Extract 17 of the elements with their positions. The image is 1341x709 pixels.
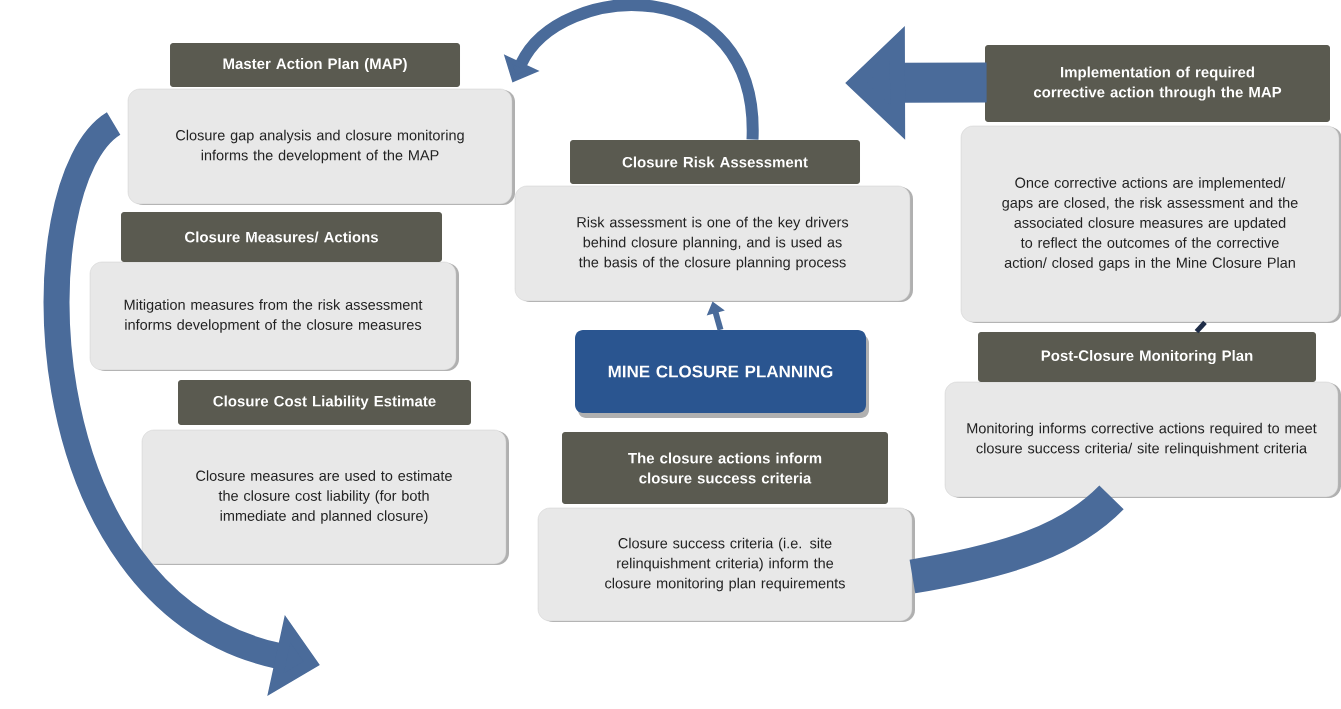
- card-header: The closure actions inform closure success criteria: [562, 432, 888, 504]
- card-header: Master Action Plan (MAP): [170, 43, 460, 87]
- text-card: Closure gap analysis and closure monitoring informs the development of the MAP: [127, 88, 515, 205]
- text-card: Mitigation measures from the risk assessment informs development of the closure measures: [89, 261, 459, 371]
- text-card: Closure success criteria (i.e. site relinquishment criteria) inform the closure monitoring plan requirements: [537, 507, 915, 622]
- card-header: Closure Measures/ Actions: [121, 212, 442, 262]
- text-card: Once corrective actions are implemented/ gaps are closed, the risk assessment and the associated closure measures are updated to reflect the outcomes of the corrective action/ closed gaps in the Mine Closure Plan: [960, 125, 1341, 323]
- connector-band: [1194, 320, 1207, 334]
- text-card: Monitoring informs corrective actions required to meet closure success criteria/ site relinquishment criteria: [944, 381, 1341, 498]
- card-header: Implementation of required corrective action through the MAP: [985, 45, 1330, 122]
- title-box: MINE CLOSURE PLANNING: [575, 330, 869, 418]
- card-header: Closure Risk Assessment: [570, 140, 860, 184]
- card-header: Closure Cost Liability Estimate: [178, 380, 471, 425]
- connector-band: [909, 485, 1124, 594]
- text-card: Closure measures are used to estimate the closure cost liability (for both immediate and planned closure): [141, 429, 509, 565]
- text-card: Risk assessment is one of the key drivers behind closure planning, and is used as the basis of the closure planning process: [514, 185, 913, 302]
- card-header: Post-Closure Monitoring Plan: [978, 332, 1316, 382]
